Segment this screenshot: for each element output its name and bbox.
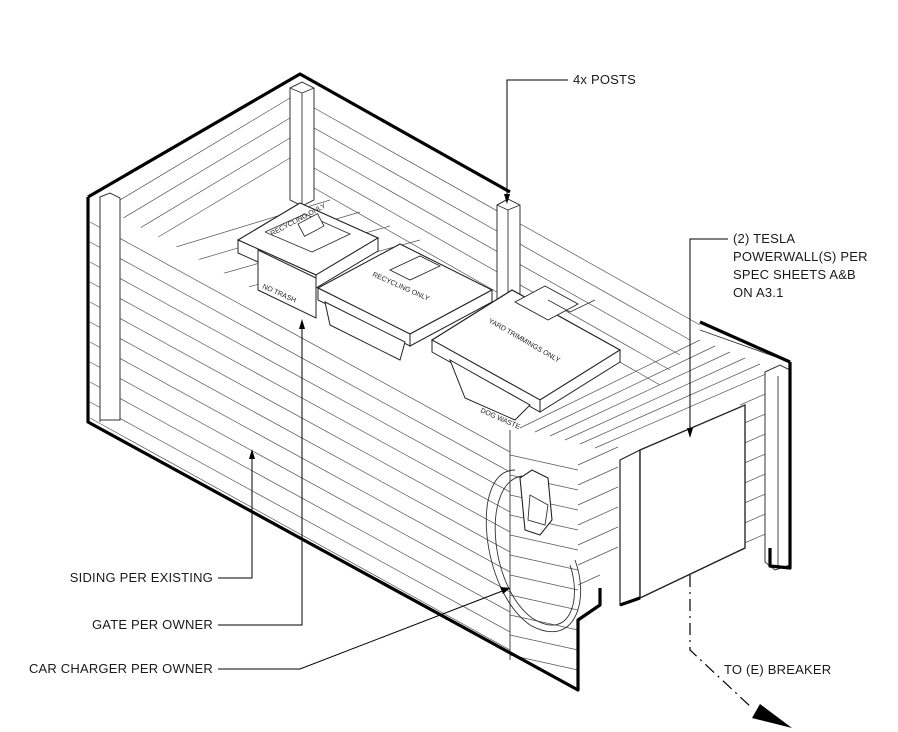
bin-yard-trimmings: YARD TRIMMINGS ONLY DOG WASTE — [430, 285, 622, 431]
car-charger — [485, 469, 582, 632]
callout-charger: CAR CHARGER PER OWNER — [29, 661, 213, 676]
callout-siding: SIDING PER EXISTING — [70, 570, 213, 585]
callout-powerwall-line1: (2) TESLA — [733, 231, 795, 246]
bin-recycling-middle: RECYCLING ONLY — [316, 243, 494, 361]
callout-breaker: TO (E) BREAKER — [724, 662, 831, 677]
callout-powerwall-line3: SPEC SHEETS A&B — [733, 267, 856, 282]
breaker-conduit — [689, 575, 792, 728]
leader-lines — [218, 79, 728, 670]
enclosure-outline — [86, 72, 792, 692]
callout-powerwall-line4: ON A3.1 — [733, 285, 784, 300]
bin-recycling-back: RECYCLING ONLY NO TRASH — [236, 202, 380, 319]
callout-posts: 4x POSTS — [573, 72, 636, 87]
callout-powerwall-line2: POWERWALL(S) PER — [733, 249, 868, 264]
callout-gate: GATE PER OWNER — [92, 617, 213, 632]
powerwall-unit — [619, 403, 746, 606]
posts — [99, 81, 791, 571]
